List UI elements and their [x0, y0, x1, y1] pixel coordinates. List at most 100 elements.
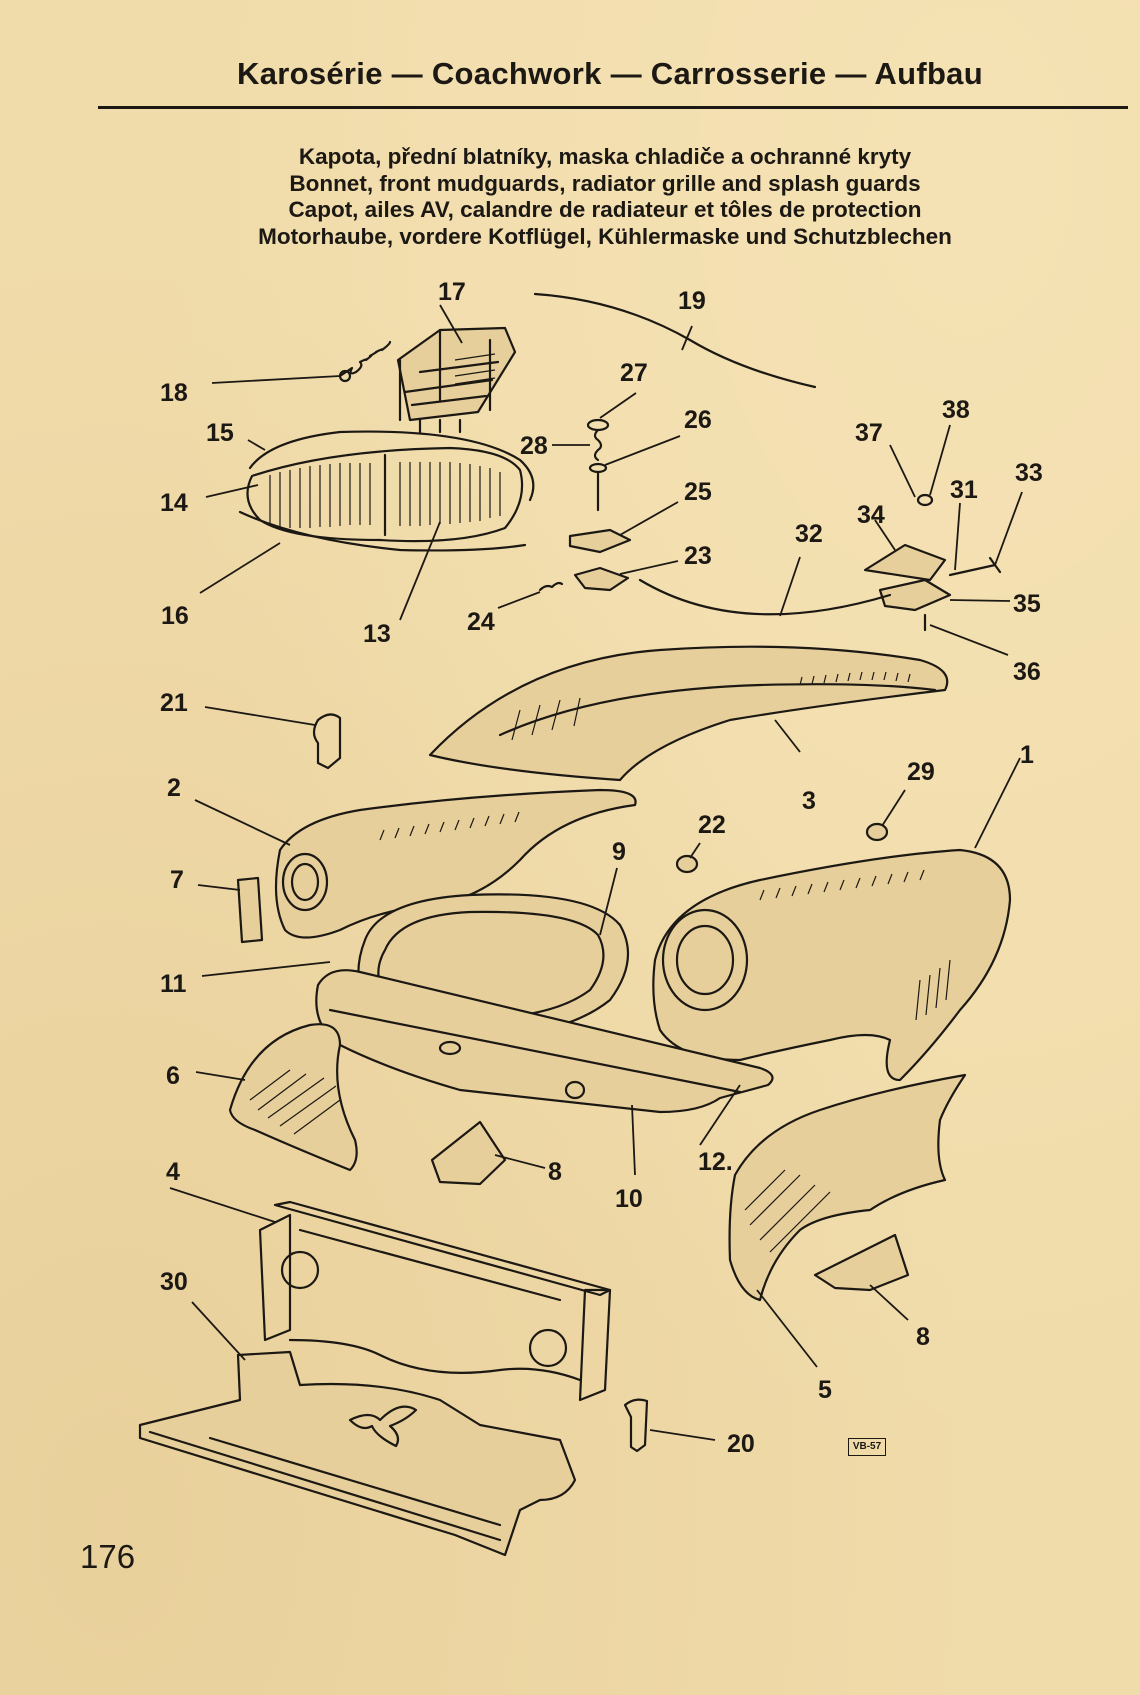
- leader-19: [681, 325, 693, 351]
- leader-13: [399, 521, 441, 621]
- sidelight-plate-drawing: [236, 876, 264, 944]
- left-splash-guard-drawing: [228, 1023, 358, 1172]
- leader-18: [211, 375, 341, 384]
- callout-27: 27: [620, 359, 648, 387]
- callout-10: 10: [615, 1185, 643, 1213]
- callout-14: 14: [160, 489, 188, 517]
- left-front-mudguard-drawing: [274, 788, 637, 939]
- callout-17: 17: [438, 278, 466, 306]
- caption-german: Motorhaube, vordere Kotflügel, Kühlermas…: [258, 223, 952, 249]
- bonnet-drawing: [428, 645, 949, 782]
- leader-30: [191, 1301, 246, 1361]
- leader-8a: [494, 1154, 546, 1169]
- leader-1: [974, 757, 1021, 849]
- callout-12: 12.: [698, 1148, 733, 1176]
- header-rule: [98, 106, 1128, 109]
- callout-36: 36: [1013, 658, 1041, 686]
- callout-35: 35: [1013, 590, 1041, 618]
- leader-4: [169, 1187, 276, 1223]
- leader-lines: [169, 304, 1023, 1441]
- leader-27: [599, 392, 637, 419]
- callout-4: 4: [166, 1158, 180, 1186]
- leader-20: [649, 1429, 716, 1441]
- leader-24: [497, 591, 541, 609]
- callout-30: 30: [160, 1268, 188, 1296]
- leader-26: [604, 435, 681, 466]
- drawing-stamp: VB-57: [848, 1438, 886, 1456]
- leader-14: [205, 484, 259, 498]
- bracket-20-drawing: [623, 1398, 649, 1453]
- leader-23: [619, 560, 679, 575]
- bonnet-lock-drawing: [538, 418, 632, 592]
- grommet-22-drawing: [675, 854, 699, 874]
- leader-21: [204, 706, 316, 726]
- right-front-mudguard-drawing: [652, 848, 1012, 1082]
- leader-36: [929, 624, 1009, 656]
- hood-hinge-drawing: [396, 326, 517, 434]
- leader-32: [779, 556, 801, 617]
- leader-16: [199, 542, 281, 594]
- hood-release-hardware-drawing: [638, 493, 1002, 632]
- caption-english: Bonnet, front mudguards, radiator grille…: [289, 170, 921, 196]
- callout-19: 19: [678, 287, 706, 315]
- leader-12: [699, 1084, 741, 1146]
- callout-9: 9: [612, 838, 626, 866]
- callout-28: 28: [520, 432, 548, 460]
- radiator-grille-drawing: [238, 430, 535, 552]
- hinge-spring-drawing: [338, 340, 392, 383]
- callout-29: 29: [907, 758, 935, 786]
- callout-38: 38: [942, 396, 970, 424]
- callout-6: 6: [166, 1062, 180, 1090]
- callout-22: 22: [698, 811, 726, 839]
- callout-5: 5: [818, 1376, 832, 1404]
- callout-26: 26: [684, 406, 712, 434]
- hood-prop-rod-drawing: [533, 292, 817, 389]
- leader-11: [201, 961, 331, 977]
- callout-37: 37: [855, 419, 883, 447]
- leader-22: [689, 842, 701, 859]
- page-number: 176: [80, 1538, 136, 1575]
- leader-38: [929, 424, 951, 496]
- callout-23: 23: [684, 542, 712, 570]
- leader-6: [195, 1071, 246, 1081]
- leader-37: [889, 444, 916, 498]
- callout-1: 1: [1020, 741, 1034, 769]
- callout-18: 18: [160, 379, 188, 407]
- leader-2: [194, 799, 291, 846]
- leader-9: [599, 867, 618, 936]
- figure-caption: Kapota, přední blatníky, maska chladiče …: [150, 144, 1060, 250]
- page-title: Karosérie — Coachwork — Carrosserie — Au…: [237, 56, 983, 91]
- leader-8b: [869, 1284, 909, 1321]
- callout-15: 15: [206, 419, 234, 447]
- callout-32: 32: [795, 520, 823, 548]
- leader-33: [994, 491, 1023, 566]
- radiator-frame-drawing: [258, 1200, 612, 1402]
- callout-11: 11: [160, 970, 187, 998]
- right-splash-guard-drawing: [728, 1073, 967, 1302]
- callout-20: 20: [727, 1430, 755, 1458]
- bottom-shield-drawing: [138, 1350, 577, 1557]
- callout-3: 3: [802, 787, 816, 815]
- leader-29: [881, 789, 906, 827]
- callout-16: 16: [161, 602, 189, 630]
- leader-25: [619, 501, 679, 536]
- callout-31: 31: [950, 476, 978, 504]
- callout-34: 34: [857, 501, 885, 529]
- callout-13: 13: [363, 620, 391, 648]
- leader-17: [439, 304, 463, 344]
- caption-french: Capot, ailes AV, calandre de radiateur e…: [288, 197, 922, 222]
- splash-rubber-right-drawing: [813, 1233, 910, 1292]
- leader-5: [756, 1289, 818, 1368]
- callout-33: 33: [1015, 459, 1043, 487]
- caption-czech: Kapota, přední blatníky, maska chladiče …: [298, 144, 912, 169]
- leader-10: [631, 1104, 636, 1176]
- leader-7: [197, 884, 241, 891]
- bracket-21-drawing: [312, 713, 342, 770]
- splash-rubber-left-drawing: [430, 1120, 507, 1186]
- callout-8a: 8: [548, 1158, 562, 1186]
- callout-24: 24: [467, 608, 495, 636]
- callout-25: 25: [684, 478, 712, 506]
- callout-2: 2: [167, 774, 181, 802]
